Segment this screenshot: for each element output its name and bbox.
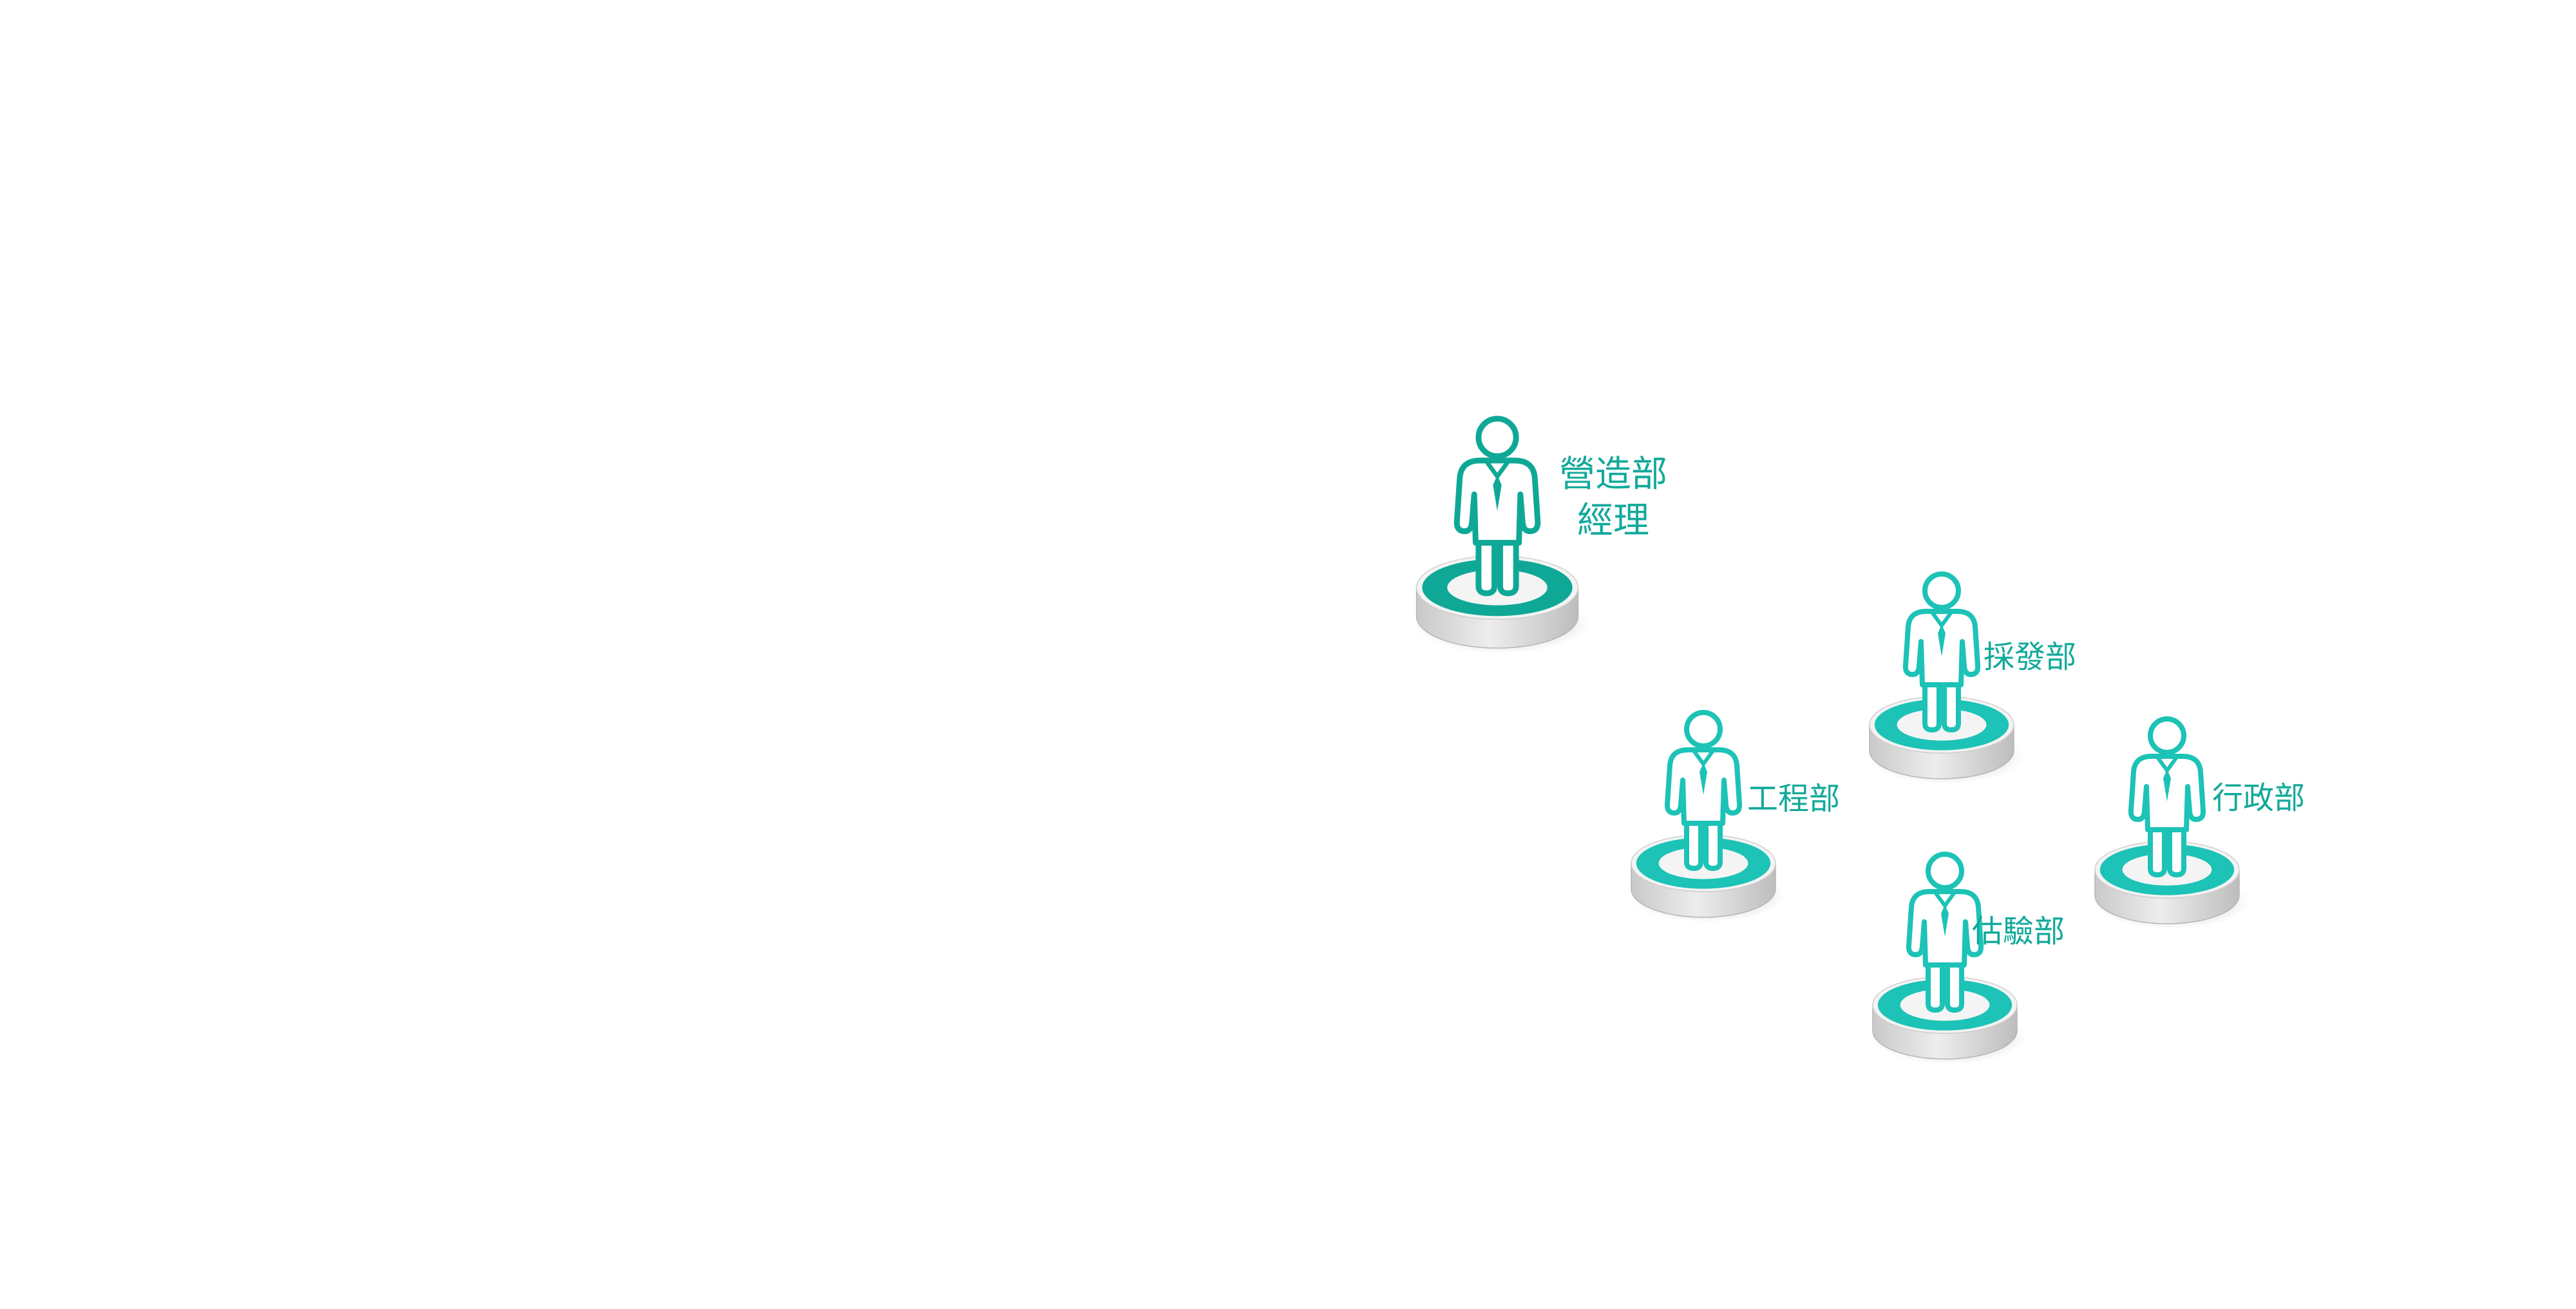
pedestal-inner (1658, 847, 1748, 879)
person-icon (1906, 852, 1984, 1013)
pedestal-inner (1900, 989, 1990, 1021)
person-icon (1454, 416, 1541, 597)
node-label: 行政部 (2212, 780, 2305, 816)
node-estimation: 估驗部 (1871, 852, 2065, 1064)
pedestal-inner (1447, 569, 1548, 606)
pedestal-inner (1897, 709, 1987, 741)
node-label: 採發部 (1984, 639, 2076, 675)
node-engineering: 工程部 (1629, 710, 1840, 922)
node-purchasing: 採發部 (1868, 571, 2076, 784)
person-icon (1664, 710, 1743, 871)
node-label: 經理 (1577, 500, 1649, 542)
node-label: 估驗部 (1972, 913, 2065, 950)
node-administration: 行政部 (2093, 716, 2305, 929)
pedestal-inner (2122, 854, 2212, 886)
person-icon (1902, 571, 1981, 732)
node-label: 工程部 (1747, 781, 1840, 817)
person-icon (2128, 716, 2206, 877)
node-label: 營造部 (1559, 454, 1667, 495)
